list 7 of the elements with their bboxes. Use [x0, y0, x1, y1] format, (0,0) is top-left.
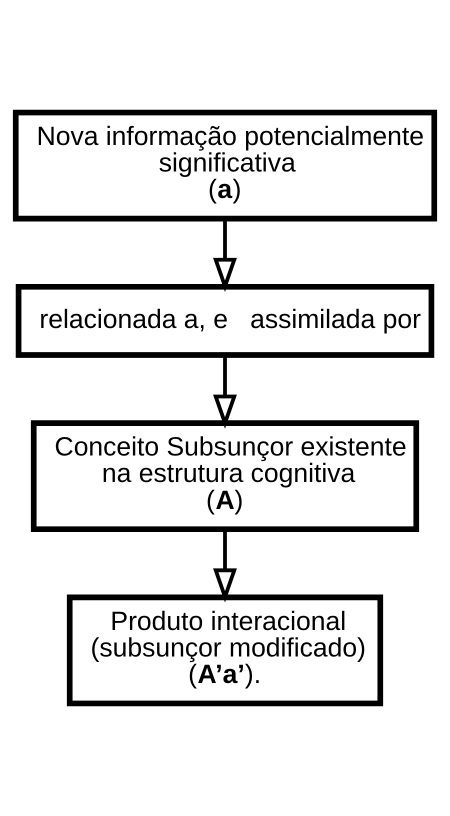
- arrow: [213, 218, 237, 292]
- node-box: Conceito Subsunçor existente na estrutura cognitiva (A): [30, 420, 420, 532]
- node-box: Produto interacional (subsunçor modificado) (A’a’).: [66, 594, 384, 706]
- node-box: Nova informação potencialmente significativa (a): [12, 110, 438, 222]
- arrow: [213, 529, 237, 603]
- node-box: relacionada a, e assimilada por: [16, 284, 434, 358]
- arrow: [213, 356, 237, 429]
